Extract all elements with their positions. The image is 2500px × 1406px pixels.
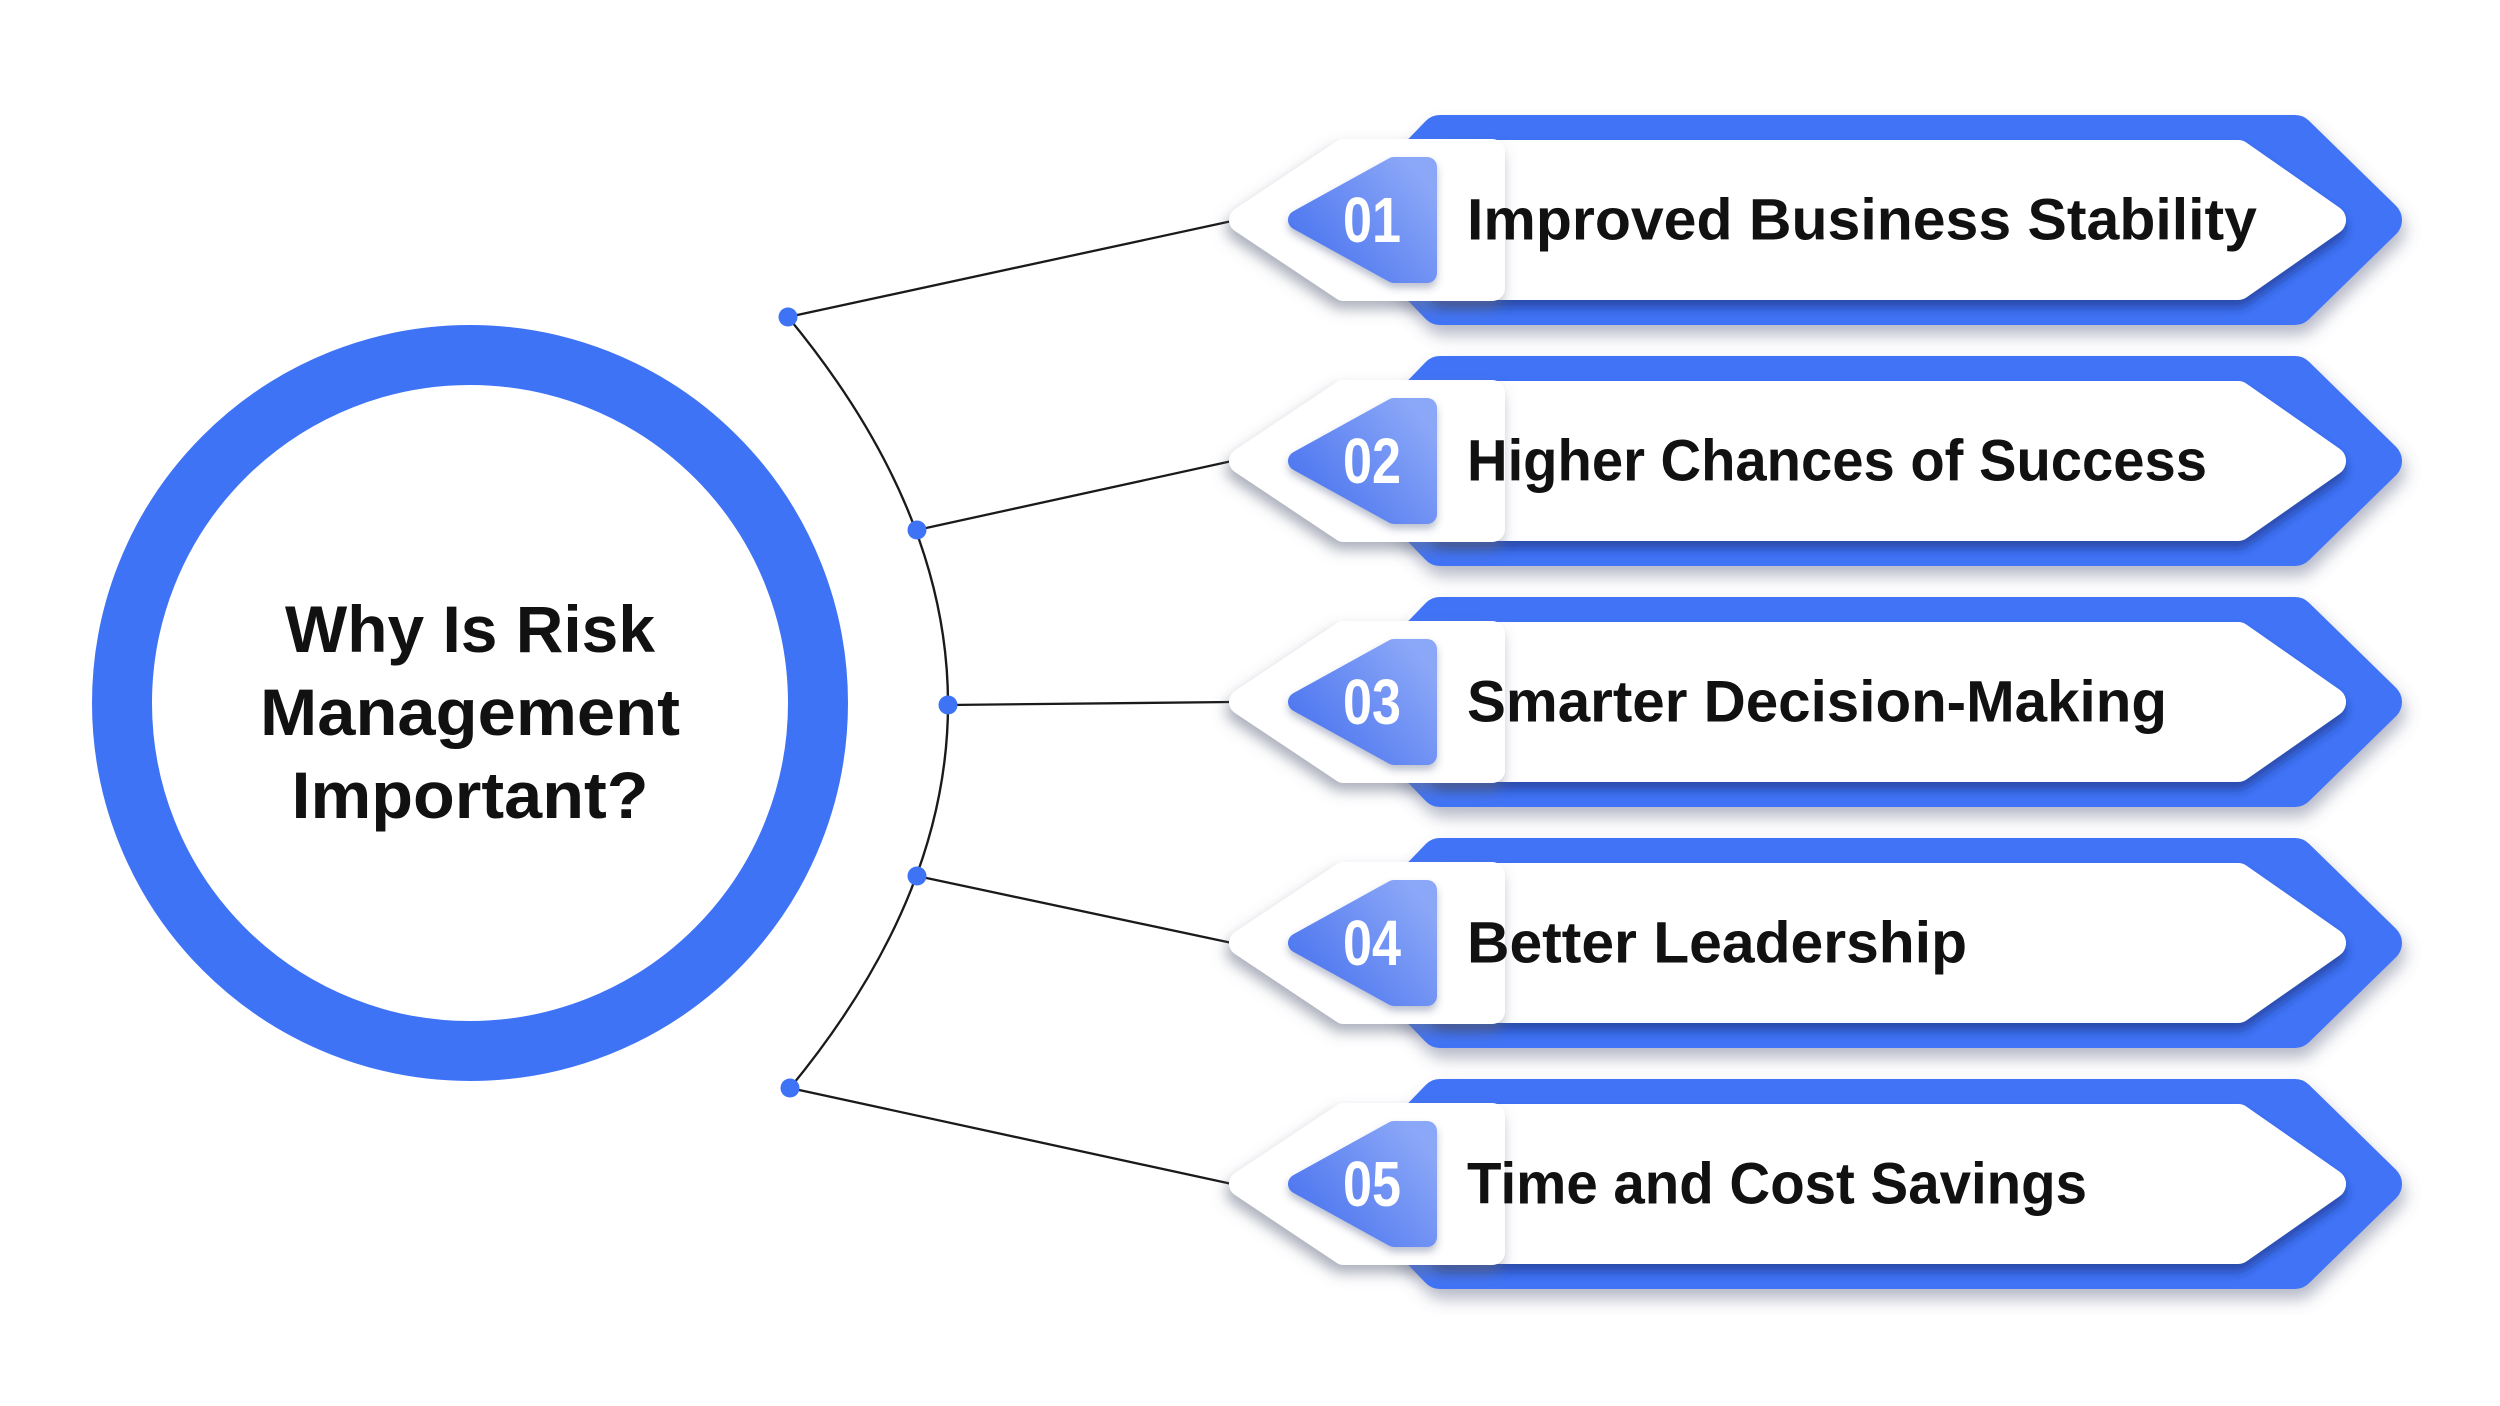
connector-line-1 — [787, 219, 1233, 319]
banner-number: 02 — [1343, 425, 1401, 497]
banner-item-3: 03 Smarter Decision-Making — [1242, 617, 2382, 787]
circle-title-line-3: Important? — [292, 758, 649, 832]
connector-line-5 — [789, 1086, 1233, 1186]
connector-dot-1 — [778, 307, 798, 327]
connector-dot-2 — [907, 520, 927, 540]
banner-title: Improved Business Stability — [1467, 188, 2257, 253]
banner-number: 01 — [1343, 184, 1401, 256]
banner-title: Better Leadership — [1467, 911, 1967, 976]
banner-number: 05 — [1343, 1148, 1401, 1220]
banner-item-4: 04 Better Leadership — [1242, 858, 2382, 1028]
connector-line-2 — [916, 459, 1233, 532]
connector-line-3 — [947, 700, 1233, 707]
banner-number: 04 — [1343, 907, 1401, 979]
connector-dot-5 — [780, 1078, 800, 1098]
connector-dot-4 — [907, 866, 927, 886]
banner-item-1: 01 Improved Business Stability — [1242, 135, 2382, 305]
center-circle: Why Is Risk Management Important? — [92, 325, 848, 1081]
banner-title: Smarter Decision-Making — [1467, 670, 2167, 735]
banner-number: 03 — [1343, 666, 1401, 738]
circle-ring — [92, 325, 848, 1081]
circle-title-line-2: Management — [260, 675, 680, 749]
connectors — [778, 219, 1233, 1186]
banner-title: Time and Cost Savings — [1467, 1152, 2087, 1217]
banner-item-2: 02 Higher Chances of Success — [1242, 376, 2382, 546]
banner-title: Higher Chances of Success — [1467, 429, 2207, 494]
connector-line-4 — [916, 874, 1233, 945]
circle-title-line-1: Why Is Risk — [285, 592, 655, 666]
banner-item-5: 05 Time and Cost Savings — [1242, 1099, 2382, 1269]
connector-dot-3 — [938, 695, 958, 715]
